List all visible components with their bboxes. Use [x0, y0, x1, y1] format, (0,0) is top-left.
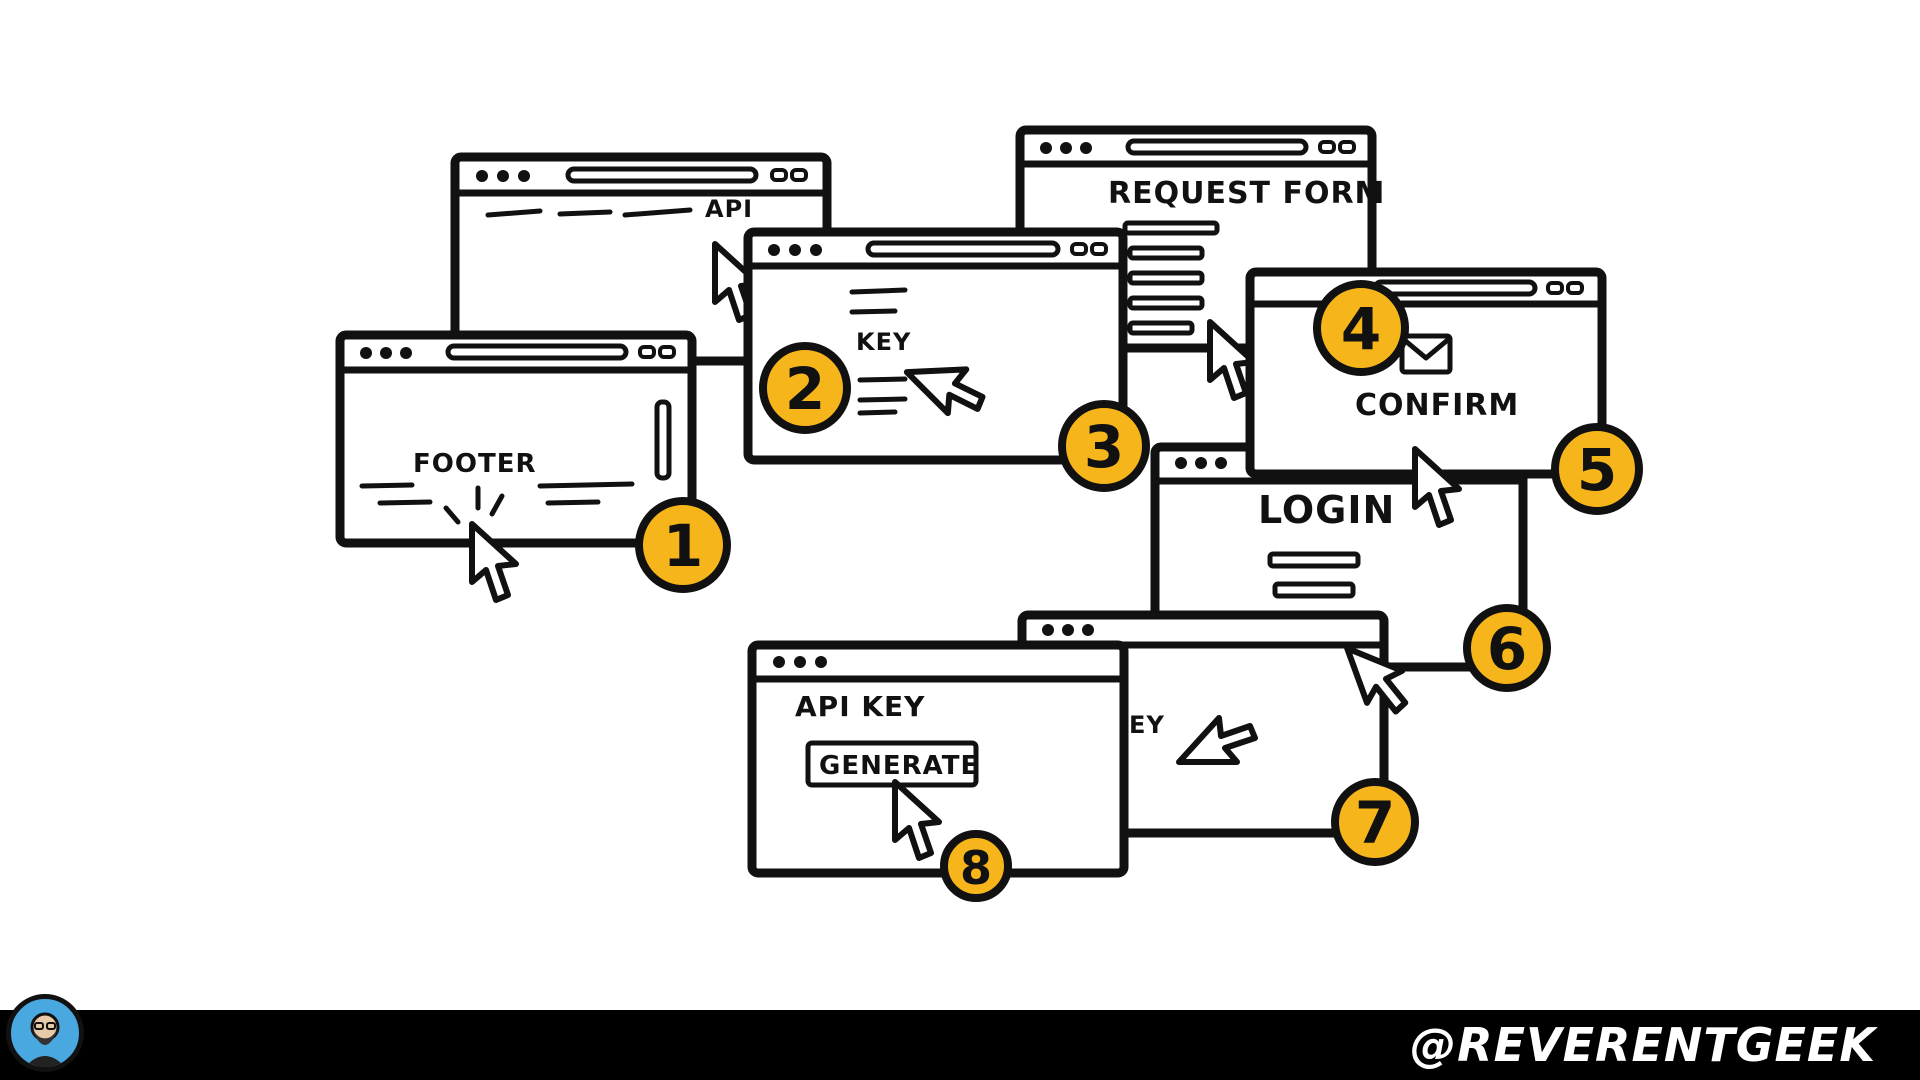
- step-badge-1: 1: [635, 497, 731, 593]
- step-badge-6: 6: [1463, 604, 1551, 692]
- avatar-icon: [25, 1012, 65, 1067]
- avatar: [6, 994, 84, 1072]
- author-handle: @REVERENTGEEK: [1410, 1018, 1876, 1072]
- svg-text:1: 1: [663, 512, 703, 580]
- svg-text:2: 2: [785, 355, 825, 423]
- svg-text:8: 8: [960, 841, 992, 895]
- scrollbar-icon: [654, 399, 672, 481]
- svg-text:3: 3: [1084, 413, 1124, 481]
- step-badge-2: 2: [759, 342, 851, 434]
- window-label-request-form: REQUEST FORM: [1108, 176, 1385, 211]
- browser-window-footer: FOOTER: [335, 330, 697, 600]
- svg-text:6: 6: [1487, 615, 1527, 683]
- click-burst-icon: [443, 485, 505, 525]
- envelope-icon: [1399, 333, 1453, 375]
- workflow-diagram: API REQUEST FORM KEY: [335, 125, 1643, 902]
- window-label-api-key: API KEY: [795, 690, 925, 723]
- svg-text:5: 5: [1577, 436, 1617, 504]
- window-label-key: KEY: [856, 328, 911, 356]
- step-badge-7: 7: [1331, 778, 1419, 866]
- step-badge-8: 8: [940, 830, 1012, 902]
- window-label-confirm: CONFIRM: [1355, 388, 1519, 423]
- svg-text:7: 7: [1355, 789, 1395, 857]
- browser-window-generate: API KEY GENERATE: [747, 640, 1129, 878]
- step-badge-5: 5: [1551, 423, 1643, 515]
- window-label-login: LOGIN: [1258, 488, 1395, 532]
- svg-text:4: 4: [1341, 295, 1381, 363]
- window-label-footer: FOOTER: [413, 449, 536, 479]
- browser-window-confirm: CONFIRM: [1245, 267, 1607, 479]
- footer-bar: [0, 1010, 1920, 1080]
- window-label-api: API: [705, 195, 753, 223]
- step-badge-4: 4: [1313, 280, 1409, 376]
- generate-button-label: GENERATE: [819, 751, 979, 781]
- step-badge-3: 3: [1058, 400, 1150, 492]
